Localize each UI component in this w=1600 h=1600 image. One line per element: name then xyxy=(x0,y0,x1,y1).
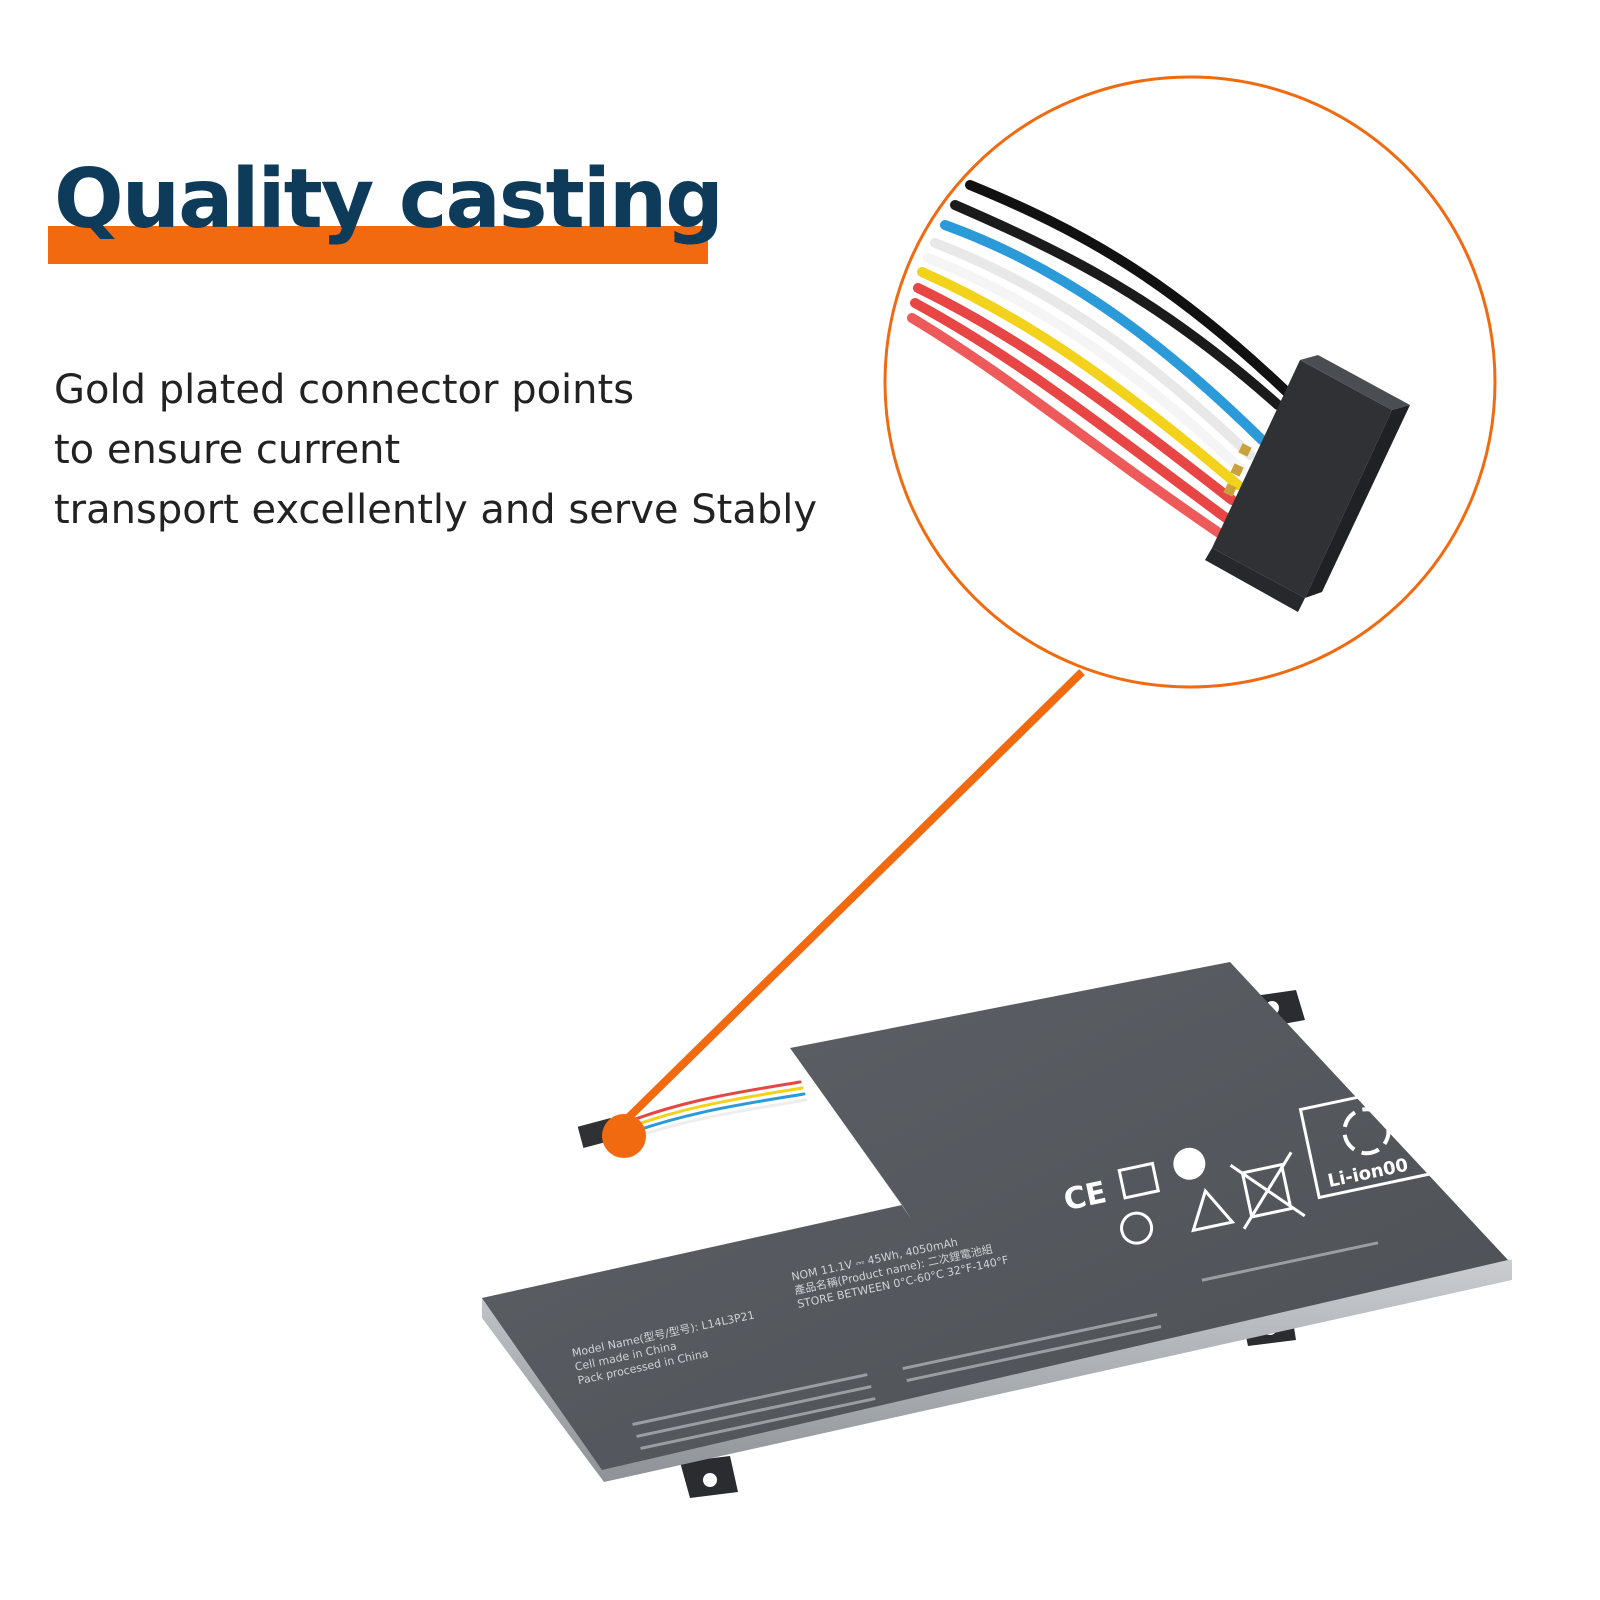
description-line-3: transport excellently and serve Stably xyxy=(54,487,818,533)
headline-underline-bar xyxy=(48,226,708,264)
description-line-1: Gold plated connector points xyxy=(54,367,635,413)
callout-line xyxy=(625,669,1085,1121)
headline-title: Quality casting xyxy=(54,152,724,247)
connector-marker-dot xyxy=(602,1114,646,1158)
description-line-2: to ensure current xyxy=(54,427,401,473)
ce-mark-icon: CE xyxy=(1061,1175,1110,1218)
crossed-bin-icon xyxy=(1229,1151,1306,1230)
feature-description: Gold plated connector points to ensure c… xyxy=(54,360,884,540)
connector-zoom-view xyxy=(883,75,1497,689)
laptop-battery: Model Name(型号/型号): L14L3P21 Cell made in… xyxy=(482,962,1512,1498)
headline: Quality casting xyxy=(48,150,724,270)
connector-plug xyxy=(1205,355,1410,612)
